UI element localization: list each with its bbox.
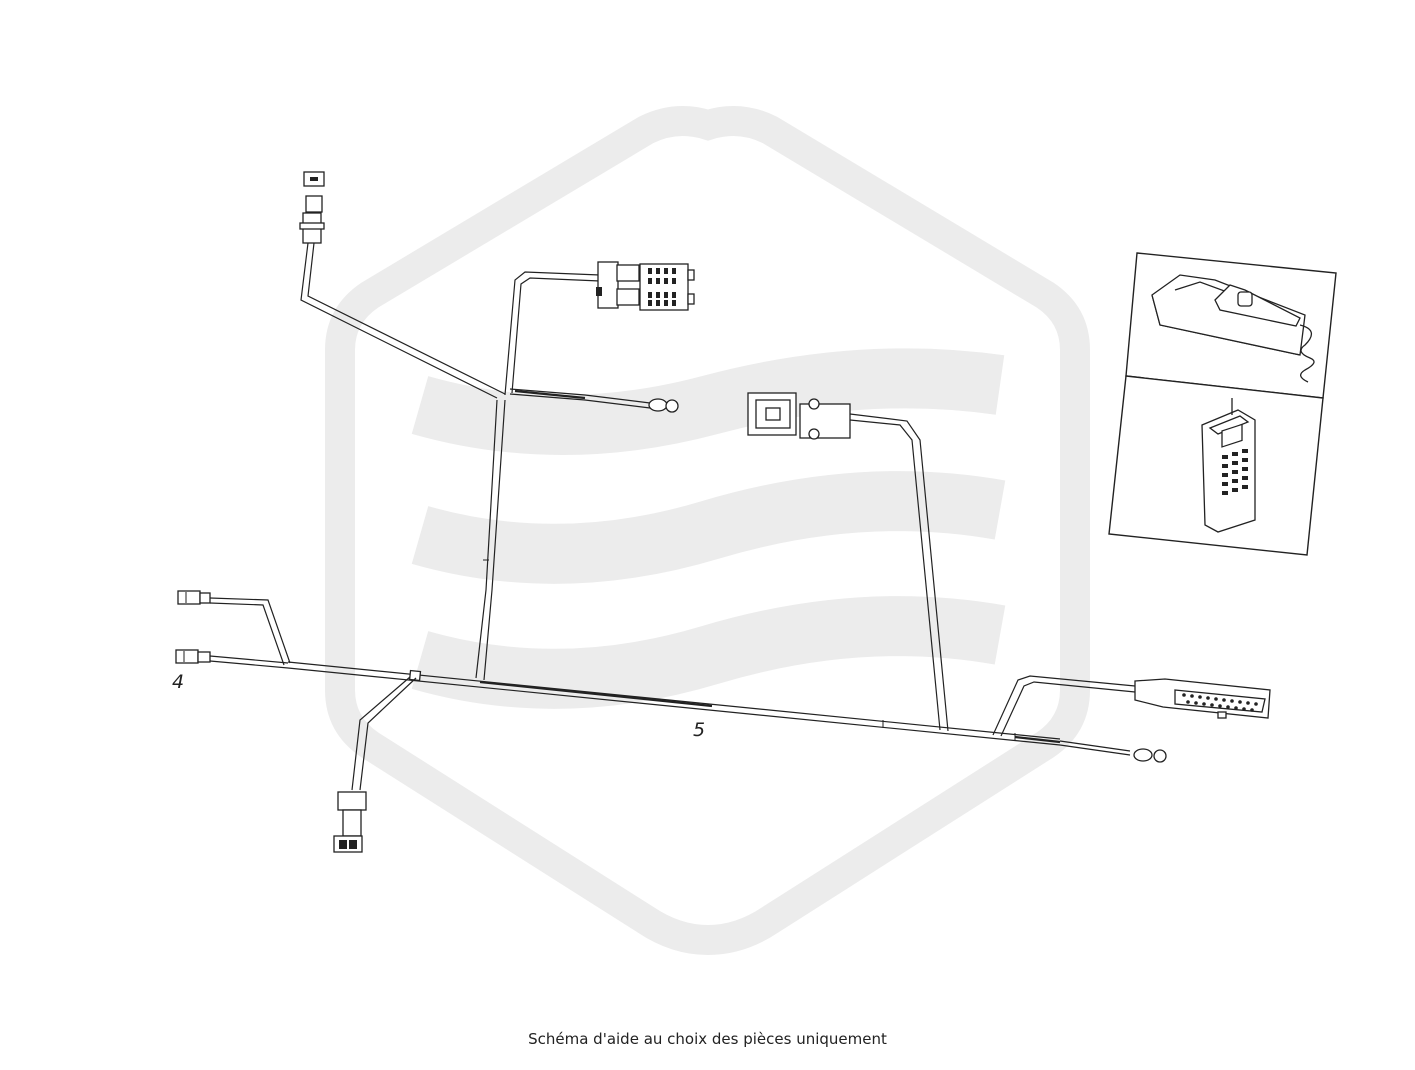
watermark-wave-middle — [411, 471, 1006, 584]
callout-item-5: 5 — [693, 719, 705, 741]
lower-left-branch — [333, 676, 417, 853]
top-left-branch — [299, 171, 506, 399]
lower-ground-lead — [1133, 748, 1167, 763]
watermark-wave-bottom — [411, 596, 1006, 709]
callout-item-4: 4 — [172, 671, 184, 693]
inset-desk-telephone — [1125, 252, 1337, 399]
left-branch — [175, 590, 291, 669]
dsub-branch — [992, 675, 1271, 737]
socket-branch — [747, 392, 949, 732]
inset-mobile-phone — [1108, 375, 1324, 556]
watermark-logo — [325, 106, 1090, 956]
main-trunk — [287, 661, 1131, 756]
upper-ground-lead — [509, 388, 679, 413]
desk-telephone-icon — [1151, 274, 1315, 383]
watermark-wave-top — [411, 348, 1005, 455]
watermark-hexagon — [325, 106, 1090, 956]
center-vertical-branch — [475, 399, 506, 681]
mobile-phone-icon — [1201, 398, 1256, 533]
fuse-box-branch — [504, 261, 695, 396]
diagram-caption: Schéma d'aide au choix des pièces unique… — [528, 1030, 887, 1048]
